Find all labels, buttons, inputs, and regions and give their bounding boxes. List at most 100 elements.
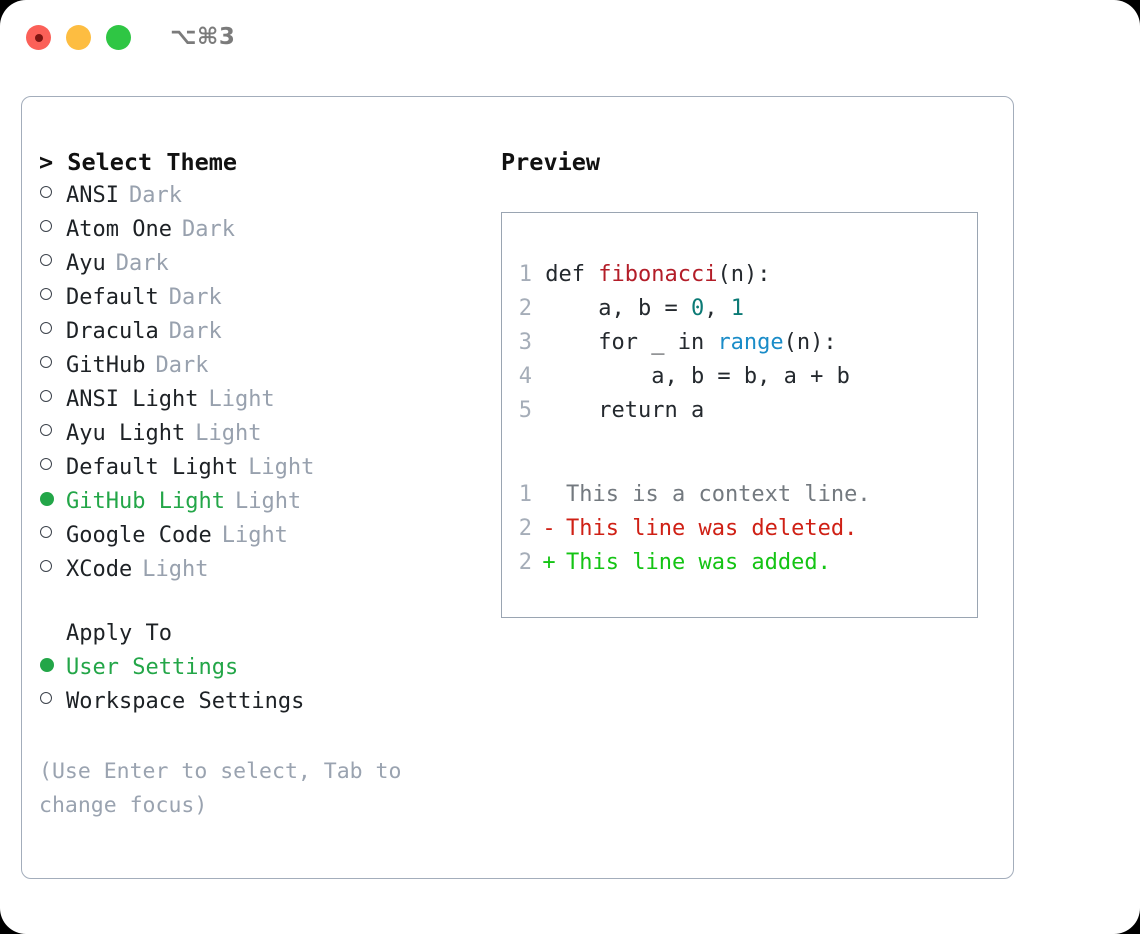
option-category-label: Light xyxy=(195,421,262,446)
keyboard-shortcut-label: ⌥⌘3 xyxy=(170,24,236,50)
diff-sample: 1 This is a context line. 2-This line was … xyxy=(518,478,871,580)
option-category-label: Light xyxy=(142,557,209,582)
keyboard-hint-text: (Use Enter to select, Tab to change focu… xyxy=(39,759,415,818)
code-token-call: range xyxy=(717,330,784,355)
line-number: 5 xyxy=(518,398,532,423)
option-row[interactable]: XCode Light xyxy=(39,553,479,587)
option-label: Ayu xyxy=(66,251,106,276)
option-row[interactable]: Atom One Dark xyxy=(39,213,479,247)
code-token-plain: def xyxy=(545,262,599,287)
radio-glyph xyxy=(40,492,54,506)
diff-line-number: 2 xyxy=(518,516,532,541)
code-token-func: fibonacci xyxy=(598,262,718,287)
code-token-plain: return a xyxy=(545,398,705,423)
option-row[interactable]: ANSI Dark xyxy=(39,179,479,213)
option-category-label: Dark xyxy=(155,353,209,378)
option-category-label: Dark xyxy=(128,183,182,208)
option-label: Ayu Light xyxy=(66,421,186,446)
option-category-label: Dark xyxy=(115,251,169,276)
option-label: GitHub Light xyxy=(66,489,225,514)
option-label: GitHub xyxy=(66,353,146,378)
radio-glyph xyxy=(40,692,52,704)
diff-line-context: 1 This is a context line. xyxy=(518,478,871,512)
radio-glyph xyxy=(40,658,54,672)
diff-text: This line was added. xyxy=(566,550,831,575)
option-label: Workspace Settings xyxy=(66,689,305,714)
diff-line-deleted: 2-This line was deleted. xyxy=(518,512,871,546)
radio-glyph xyxy=(40,254,52,266)
option-label: Google Code xyxy=(66,523,212,548)
code-line: 2 a, b = 0, 1 xyxy=(518,292,850,326)
option-row[interactable]: User Settings xyxy=(39,651,479,685)
window-controls xyxy=(26,25,131,50)
preview-header: Preview xyxy=(501,148,601,176)
code-line: 4 a, b = b, a + b xyxy=(518,360,850,394)
preview-column: Preview 1 def fibonacci(n):2 a, b = 0, 1… xyxy=(501,145,991,618)
option-label: XCode xyxy=(66,557,133,582)
code-token-num: 1 xyxy=(730,296,744,321)
apply-to-header: Apply To xyxy=(39,617,479,651)
line-number: 3 xyxy=(518,330,532,355)
diff-line-added: 2+This line was added. xyxy=(518,546,871,580)
line-number: 1 xyxy=(518,262,532,287)
option-label: ANSI Light xyxy=(66,387,199,412)
diff-line-number: 2 xyxy=(518,550,532,575)
code-token-plain: (n): xyxy=(717,262,771,287)
option-category-label: Light xyxy=(234,489,302,514)
code-line: 5 return a xyxy=(518,394,850,428)
diff-text: This is a context line. xyxy=(566,482,871,507)
close-window-button[interactable] xyxy=(26,25,51,50)
line-number: 4 xyxy=(518,364,532,389)
maximize-window-button[interactable] xyxy=(106,25,131,50)
radio-glyph xyxy=(40,186,52,198)
option-label: Default Light xyxy=(66,455,239,480)
code-line: 1 def fibonacci(n): xyxy=(518,258,850,292)
code-token-plain: (n): xyxy=(783,330,837,355)
code-token-plain: , xyxy=(704,296,731,321)
option-label: User Settings xyxy=(66,655,239,680)
option-category-label: Dark xyxy=(168,285,222,310)
minimize-window-button[interactable] xyxy=(66,25,91,50)
option-row[interactable]: Default Light Light xyxy=(39,451,479,485)
option-category-label: Light xyxy=(221,523,288,548)
option-category-label: Light xyxy=(208,387,275,412)
option-label: Dracula xyxy=(66,319,159,344)
radio-glyph xyxy=(40,288,52,300)
option-row[interactable]: Google Code Light xyxy=(39,519,479,553)
option-row[interactable]: Workspace Settings xyxy=(39,685,479,719)
code-token-num: 0 xyxy=(690,296,705,321)
radio-glyph xyxy=(40,220,52,232)
radio-glyph xyxy=(40,322,52,334)
diff-line-number: 1 xyxy=(518,482,532,507)
option-row[interactable]: Ayu Dark xyxy=(39,247,479,281)
radio-glyph xyxy=(40,424,52,436)
radio-glyph xyxy=(40,526,52,538)
code-line: 3 for _ in range(n): xyxy=(518,326,850,360)
option-label: Atom One xyxy=(66,217,172,242)
option-category-label: Light xyxy=(248,455,315,480)
diff-marker: - xyxy=(542,516,556,541)
code-token-plain: a, b = b, a + b xyxy=(545,364,850,389)
title-bar: ⌥⌘3 xyxy=(0,0,1140,78)
option-row[interactable]: ANSI Light Light xyxy=(39,383,479,417)
option-label: ANSI xyxy=(66,183,119,208)
radio-glyph xyxy=(40,458,52,470)
diff-text: This line was deleted. xyxy=(566,516,858,541)
option-row[interactable]: GitHub Dark xyxy=(39,349,479,383)
option-row[interactable]: Ayu Light Light xyxy=(39,417,479,451)
radio-glyph xyxy=(40,560,52,572)
option-row[interactable]: GitHub Light Light xyxy=(39,485,479,519)
code-token-plain: for _ in xyxy=(545,330,718,355)
code-token-plain: a, b = xyxy=(545,296,691,321)
radio-glyph xyxy=(40,356,52,368)
option-category-label: Dark xyxy=(181,217,235,242)
